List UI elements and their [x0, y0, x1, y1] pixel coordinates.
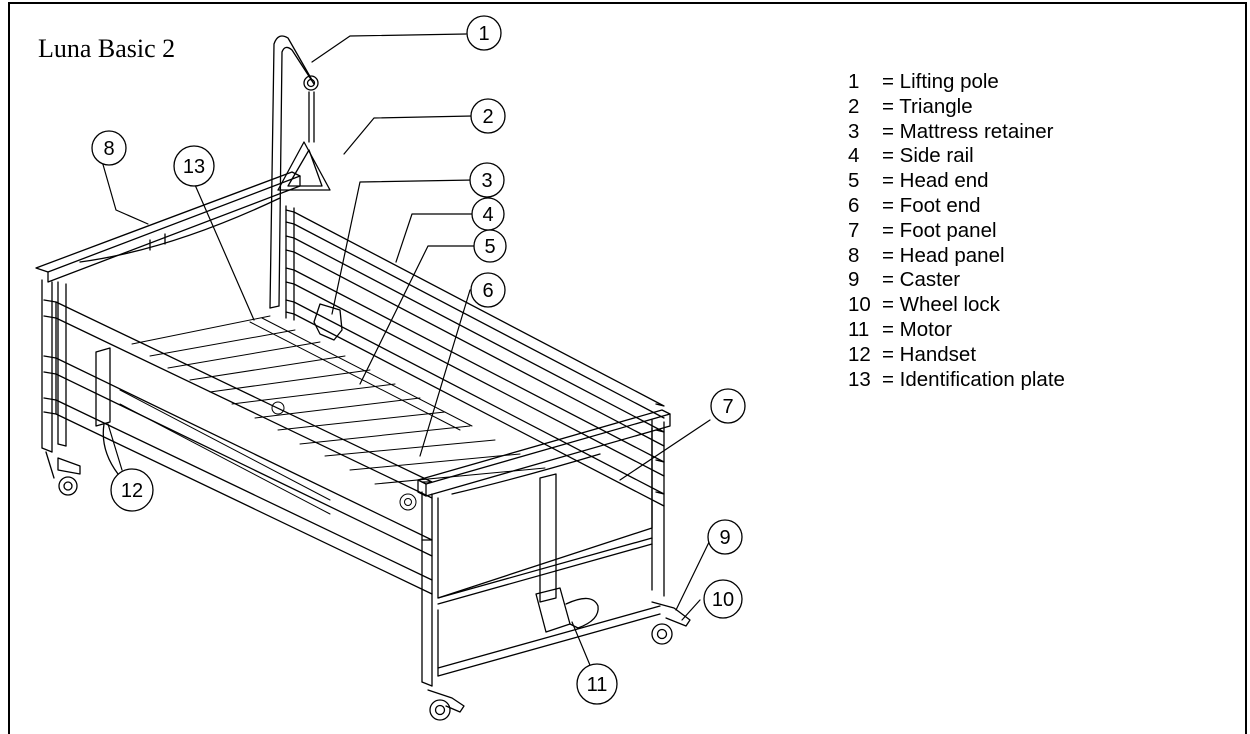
legend-item: 9 = Caster [848, 268, 1065, 293]
callout-circle-1 [466, 15, 502, 51]
legend-number: 7 [848, 218, 860, 242]
motor-drawing [535, 473, 599, 633]
callout-circle-12 [110, 468, 154, 512]
legend-number: 12 [848, 342, 871, 366]
mattress-retainer-drawing [313, 303, 343, 341]
lifting-pole-drawing [269, 35, 331, 309]
callout-circle-3 [469, 162, 505, 198]
parts-legend: 1 = Lifting pole 2 = Triangle 3 = Mattress … [848, 70, 1065, 392]
legend-item: 5 = Head end [848, 169, 1065, 194]
legend-label: = Foot end [882, 193, 981, 217]
legend-number: 13 [848, 367, 871, 391]
front-side-rails-drawing [43, 299, 433, 595]
callout-label-13: 13 [183, 156, 205, 178]
legend-number: 3 [848, 119, 860, 143]
handset-drawing [95, 347, 133, 477]
callout-circle-8 [91, 130, 127, 166]
callout-circle-9 [707, 519, 743, 555]
callout-circle-6 [470, 272, 506, 308]
legend-item: 3 = Mattress retainer [848, 120, 1065, 145]
callout-label-1: 1 [478, 23, 489, 45]
callout-circle-13 [173, 145, 215, 187]
legend-item: 12 = Handset [848, 343, 1065, 368]
legend-item: 6 = Foot end [848, 194, 1065, 219]
callout-label-11: 11 [587, 674, 608, 696]
callout-label-7: 7 [722, 396, 733, 418]
legend-number: 4 [848, 144, 860, 168]
callout-circle-2 [470, 98, 506, 134]
head-panel-drawing [35, 171, 301, 283]
legend-label: = Head end [882, 169, 989, 193]
callout-circle-5 [473, 229, 507, 263]
legend-label: = Handset [882, 342, 977, 366]
callout-label-12: 12 [121, 480, 143, 502]
legend-number: 8 [848, 243, 860, 267]
legend-item: 11 = Motor [848, 318, 1065, 343]
legend-label: = Lifting pole [882, 70, 999, 93]
foot-end-posts-drawing [421, 419, 691, 721]
callout-label-6: 6 [482, 280, 493, 302]
callout-circle-7 [710, 388, 746, 424]
diagram-frame [8, 2, 1247, 734]
legend-item: 1 = Lifting pole [848, 70, 1065, 95]
callout-circle-10 [703, 579, 743, 619]
callout-circles [91, 15, 746, 705]
legend-item: 10 = Wheel lock [848, 293, 1065, 318]
legend-number: 5 [848, 169, 860, 193]
callout-label-5: 5 [484, 236, 495, 258]
legend-label: = Motor [882, 317, 953, 341]
legend-item: 2 = Triangle [848, 95, 1065, 120]
legend-item: 8 = Head panel [848, 244, 1065, 269]
legend-item: 13 = Identification plate [848, 368, 1065, 393]
callout-label-8: 8 [103, 138, 114, 160]
legend-number: 2 [848, 94, 860, 118]
legend-item: 7 = Foot panel [848, 219, 1065, 244]
legend-number: 10 [848, 293, 871, 317]
head-end-posts-drawing [41, 279, 81, 496]
leader-lines [101, 33, 713, 683]
callout-label-4: 4 [482, 204, 493, 226]
callout-label-2: 2 [482, 106, 493, 128]
legend-label: = Identification plate [882, 367, 1065, 391]
legend-number: 11 [848, 317, 870, 341]
legend-label: = Foot panel [882, 218, 997, 242]
back-side-rails-drawing [285, 205, 665, 507]
legend-label: = Wheel lock [882, 293, 1000, 317]
legend-label: = Side rail [882, 144, 974, 168]
legend-number: 6 [848, 193, 860, 217]
callout-label-3: 3 [481, 170, 492, 192]
legend-label: = Triangle [882, 94, 973, 118]
legend-number: 9 [848, 268, 860, 292]
legend-label: = Caster [882, 268, 961, 292]
legend-label: = Mattress retainer [882, 119, 1054, 143]
slats-drawing [119, 315, 546, 515]
diagram-title: Luna Basic 2 [38, 34, 176, 63]
callout-circle-11 [576, 663, 618, 705]
callout-label-9: 9 [719, 527, 730, 549]
legend-number: 1 [848, 70, 860, 93]
legend-item: 4 = Side rail [848, 144, 1065, 169]
callout-label-10: 10 [712, 589, 734, 611]
legend-label: = Head panel [882, 243, 1005, 267]
foot-panel-drawing [417, 409, 671, 599]
